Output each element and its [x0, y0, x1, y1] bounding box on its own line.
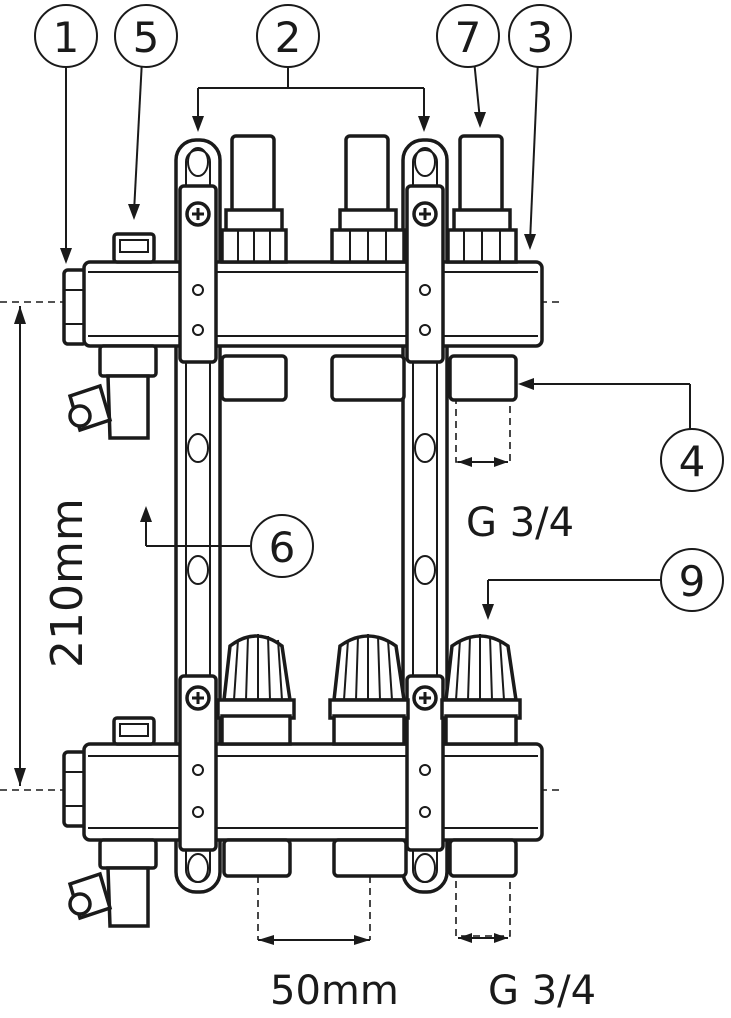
- callout-7-label: 7: [455, 13, 482, 62]
- callout-5-label: 5: [133, 13, 160, 62]
- top-drain-valve: [67, 344, 158, 440]
- callout-2-label: 2: [275, 13, 302, 62]
- height-dimension: [14, 306, 26, 786]
- callout-1-label: 1: [53, 13, 80, 62]
- bottom-outlets: [222, 838, 518, 940]
- top-flow-meters: [220, 134, 518, 264]
- thread-top-label: G 3/4: [466, 500, 574, 546]
- height-dimension-label: 210mm: [42, 498, 93, 668]
- callout-4-label: 4: [679, 437, 706, 486]
- leader-lines: [60, 59, 691, 620]
- callout-9: 9: [660, 548, 724, 612]
- callout-6-label: 6: [269, 523, 296, 572]
- thread-bottom-label: G 3/4: [488, 968, 596, 1013]
- thread-bottom-dimension: [458, 933, 508, 943]
- bottom-drain-valve: [67, 838, 158, 928]
- bottom-valve-caps: [216, 634, 522, 746]
- top-outlets: [220, 354, 518, 463]
- callout-2: 2: [256, 4, 320, 68]
- callout-4: 4: [660, 428, 724, 492]
- callout-3-label: 3: [527, 13, 554, 62]
- bottom-manifold: [62, 674, 544, 852]
- callout-9-label: 9: [679, 557, 706, 606]
- thread-top-dimension: [458, 457, 508, 467]
- spacing-label: 50mm: [270, 968, 399, 1013]
- callout-3: 3: [508, 4, 572, 68]
- callout-1: 1: [34, 4, 98, 68]
- callout-6: 6: [250, 514, 314, 578]
- callout-5: 5: [114, 4, 178, 68]
- top-manifold: [62, 184, 544, 364]
- spacing-dimension: [258, 935, 370, 945]
- callout-7: 7: [436, 4, 500, 68]
